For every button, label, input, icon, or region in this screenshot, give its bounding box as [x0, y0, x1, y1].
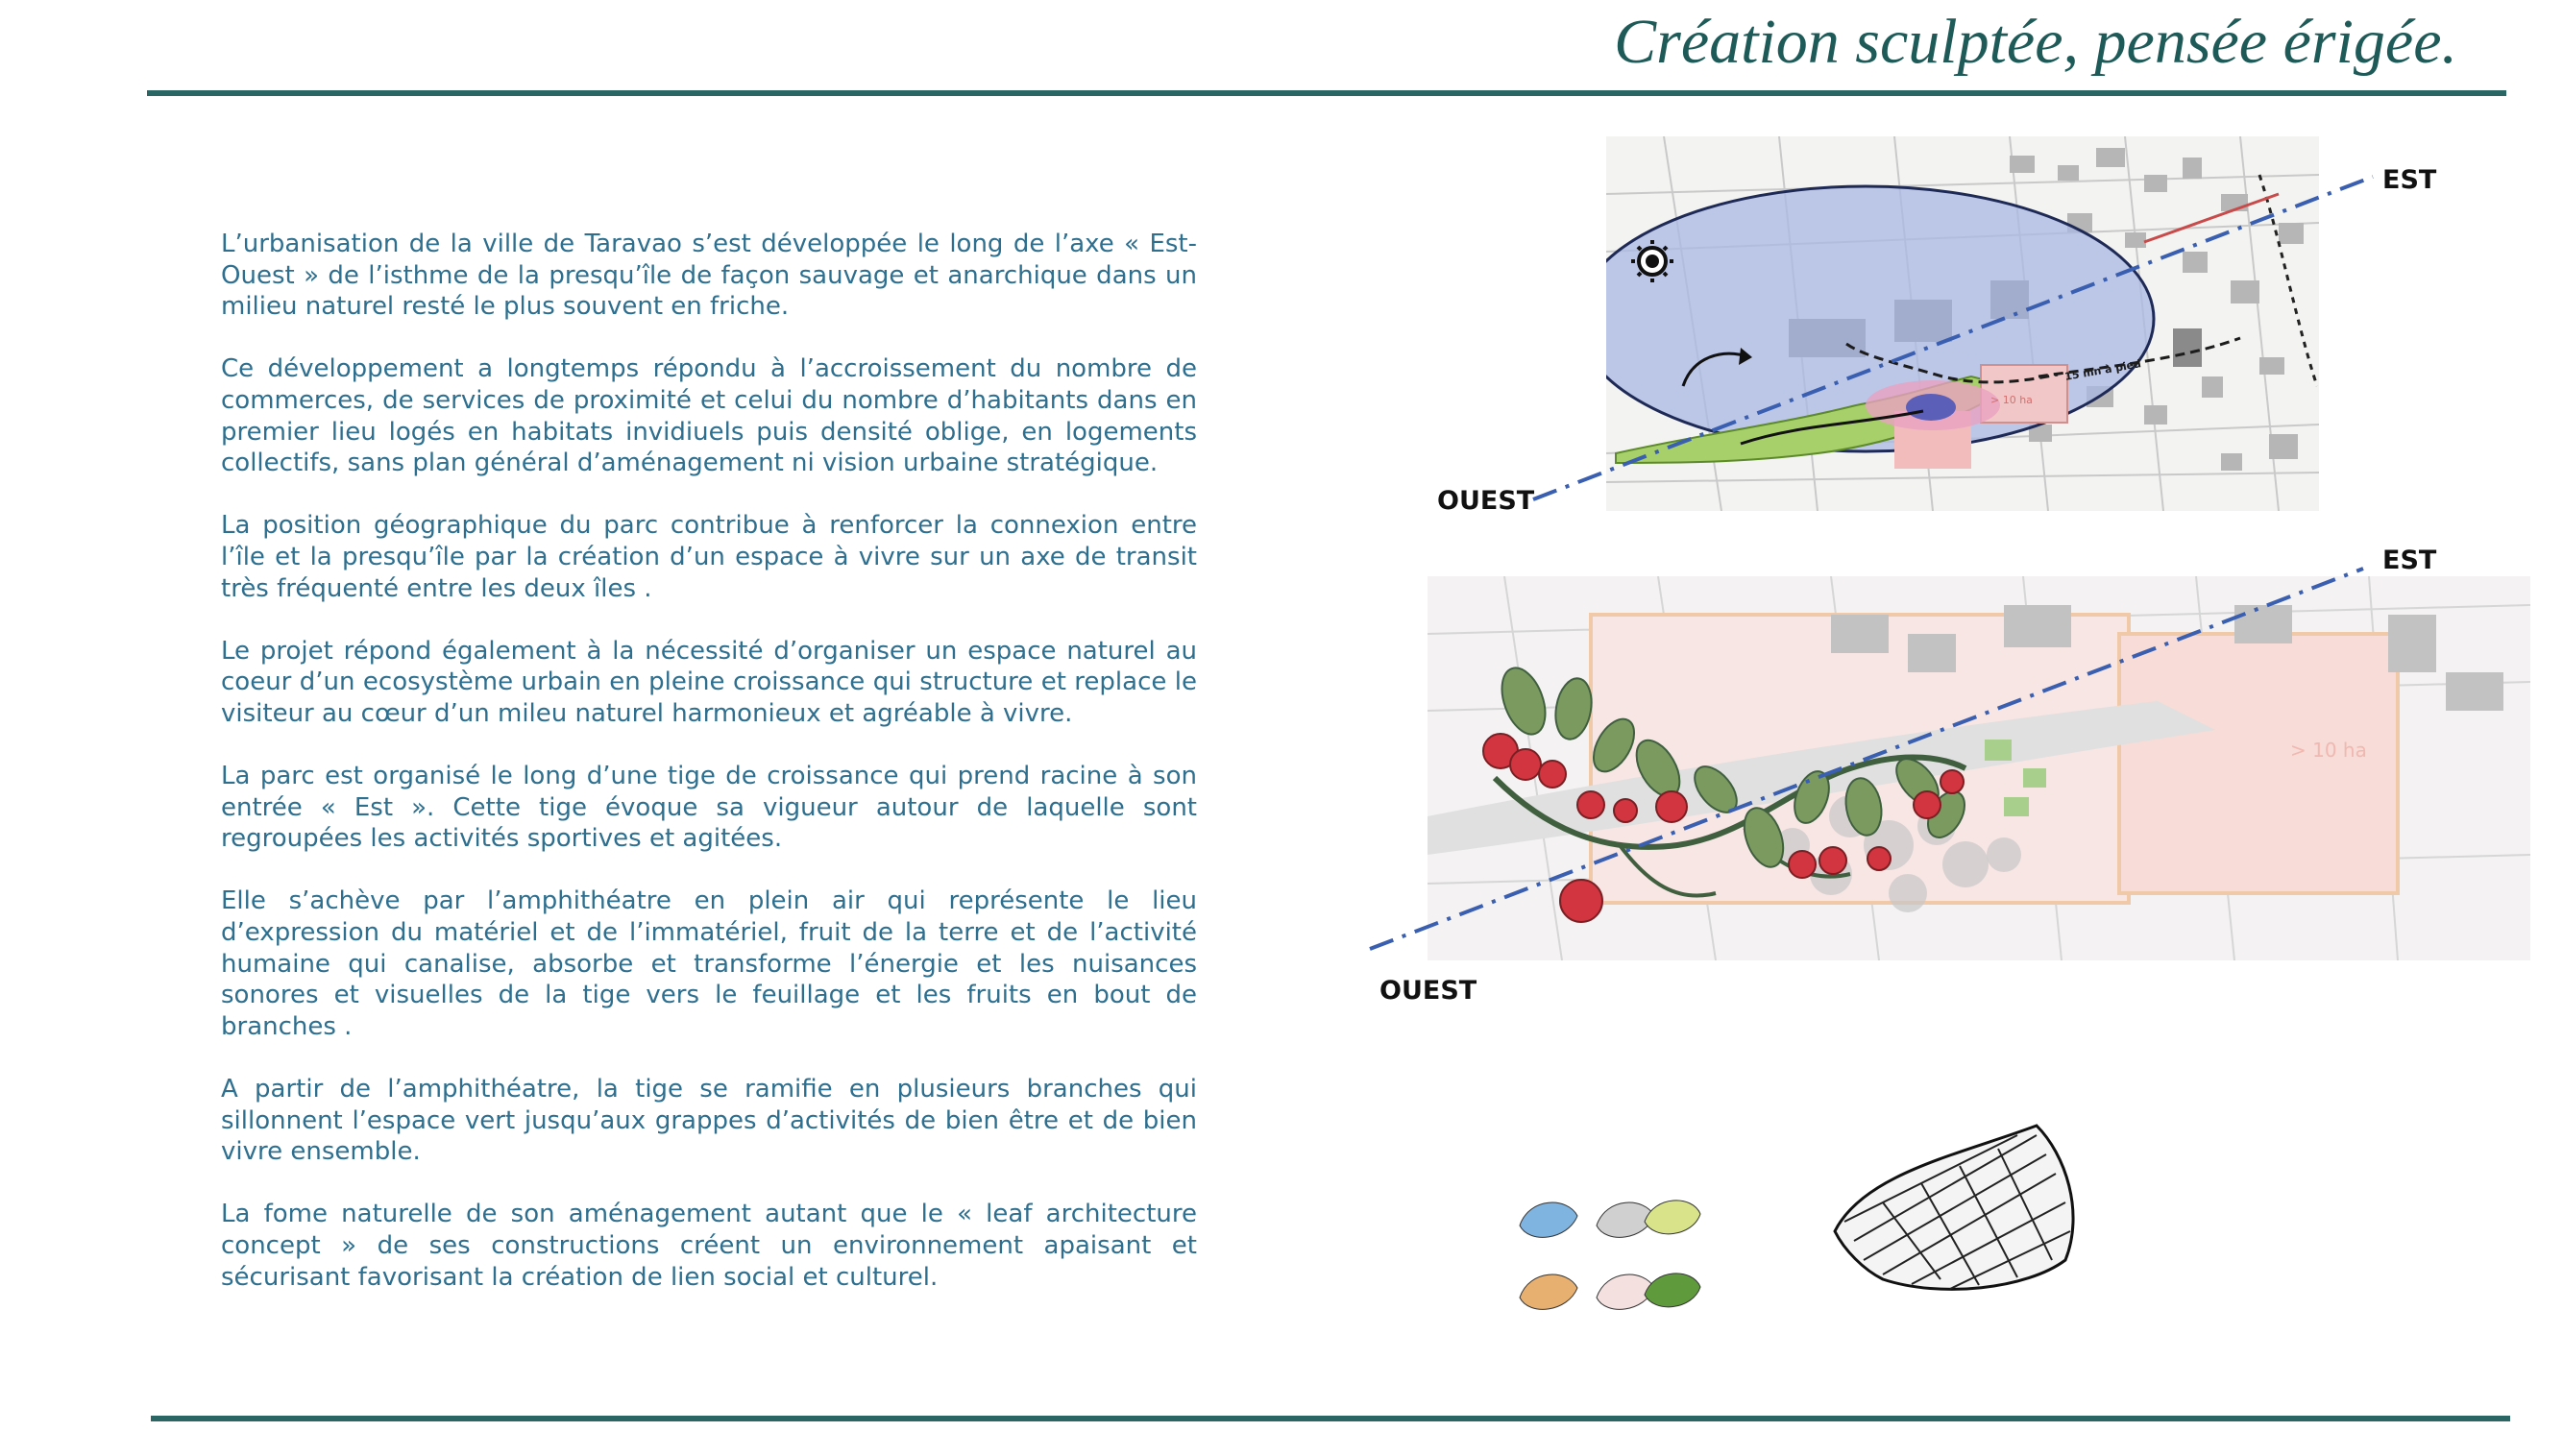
- page-title: Création sculptée, pensée érigée.: [1614, 7, 2457, 77]
- paragraph: La parc est organisé le long d’une tige …: [221, 762, 1197, 854]
- paragraph: Elle s’achève par l’amphithéatre en plei…: [221, 886, 1197, 1041]
- label-ouest-top: OUEST: [1437, 486, 1535, 516]
- label-ouest-bottom: OUEST: [1379, 976, 1477, 1006]
- leaf-thumbnails-drawing: [1519, 1200, 1701, 1310]
- area-note: > 10 ha: [1990, 394, 2033, 406]
- paragraph: A partir de l’amphithéatre, la tige se r…: [221, 1075, 1197, 1167]
- leaf-architecture-model: [1825, 1116, 2094, 1298]
- paragraph: Ce développement a longtemps répondu à l…: [221, 354, 1197, 478]
- paragraph: Le projet répond également à la nécessit…: [221, 636, 1197, 728]
- label-est-bottom: EST: [2382, 546, 2437, 575]
- bottom-divider: [151, 1416, 2510, 1421]
- paragraph: La fome naturelle de son aménagement aut…: [221, 1200, 1197, 1292]
- site-map-bottom: > 10 ha: [1428, 576, 2530, 960]
- site-map-top: 15 mn à pied > 10 ha: [1606, 136, 2319, 511]
- paragraph: L’urbanisation de la ville de Taravao s’…: [221, 230, 1197, 322]
- paragraph: La position géographique du parc contrib…: [221, 511, 1197, 603]
- site-map-bottom-drawing: > 10 ha: [1428, 576, 2530, 960]
- leaf-concept-thumbnails: [1510, 1187, 1702, 1331]
- top-divider: [147, 90, 2506, 96]
- body-text: L’urbanisation de la ville de Taravao s’…: [221, 229, 1197, 1293]
- site-map-top-drawing: 15 mn à pied > 10 ha: [1606, 136, 2319, 511]
- leaf-model-drawing: [1833, 1124, 2075, 1291]
- label-est-top: EST: [2382, 165, 2437, 195]
- area-note: > 10 ha: [2290, 739, 2367, 762]
